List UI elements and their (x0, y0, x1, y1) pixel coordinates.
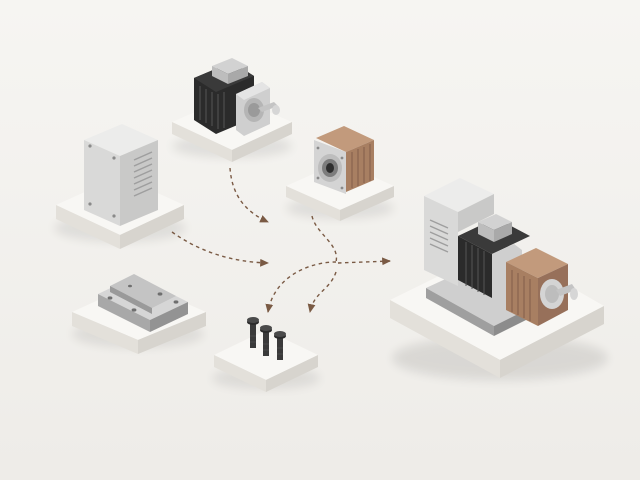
electrical-enclosure-icon (84, 124, 158, 226)
arrow-motor-to-assembly (229, 167, 269, 223)
gearbox-icon (314, 126, 374, 194)
mounting-bracket-icon (98, 274, 188, 332)
arrow-enclosure-to-assembly (171, 231, 269, 267)
flow-arrows (171, 167, 391, 313)
arrow-to-final-assembly (337, 257, 391, 266)
servo-motor-icon (194, 58, 280, 136)
arrow-junction-to-bracket (265, 261, 337, 313)
assembled-drive-icon (424, 178, 578, 336)
arrow-gearbox-to-junction (311, 215, 337, 263)
hex-bolt-icon (247, 317, 286, 360)
arrow-junction-to-bolts (307, 271, 337, 313)
